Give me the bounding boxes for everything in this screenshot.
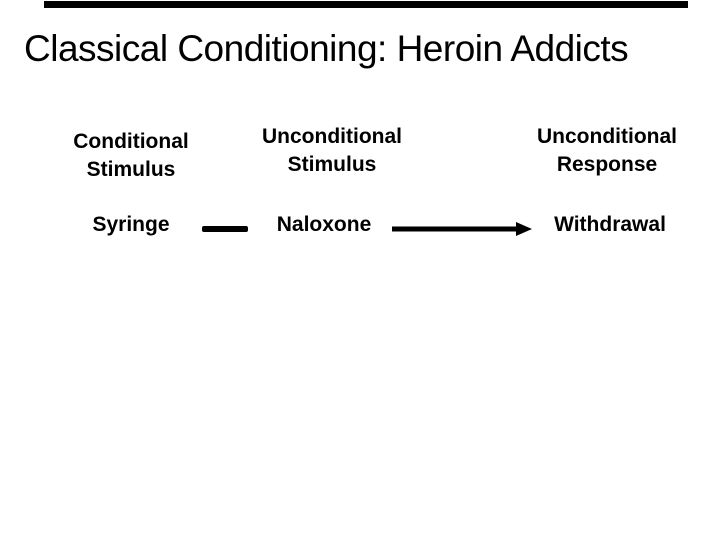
header-line: Stimulus (86, 158, 176, 181)
header-line: Unconditional (262, 125, 402, 148)
header-unconditional-stimulus: Unconditional Stimulus (222, 123, 442, 179)
item-syringe: Syringe (92, 213, 170, 236)
header-line: Conditional (73, 130, 189, 153)
item-naloxone: Naloxone (276, 213, 372, 236)
header-line: Stimulus (287, 153, 377, 176)
connector-line (202, 226, 248, 232)
connector-arrow-right-icon (392, 222, 532, 236)
header-unconditional-response: Unconditional Response (497, 123, 717, 179)
header-line: Unconditional (537, 125, 677, 148)
slide-title: Classical Conditioning: Heroin Addicts (24, 28, 629, 69)
item-withdrawal: Withdrawal (554, 213, 666, 236)
top-divider-bar (44, 1, 688, 8)
header-conditional-stimulus: Conditional Stimulus (21, 128, 241, 184)
header-line: Response (556, 153, 658, 176)
